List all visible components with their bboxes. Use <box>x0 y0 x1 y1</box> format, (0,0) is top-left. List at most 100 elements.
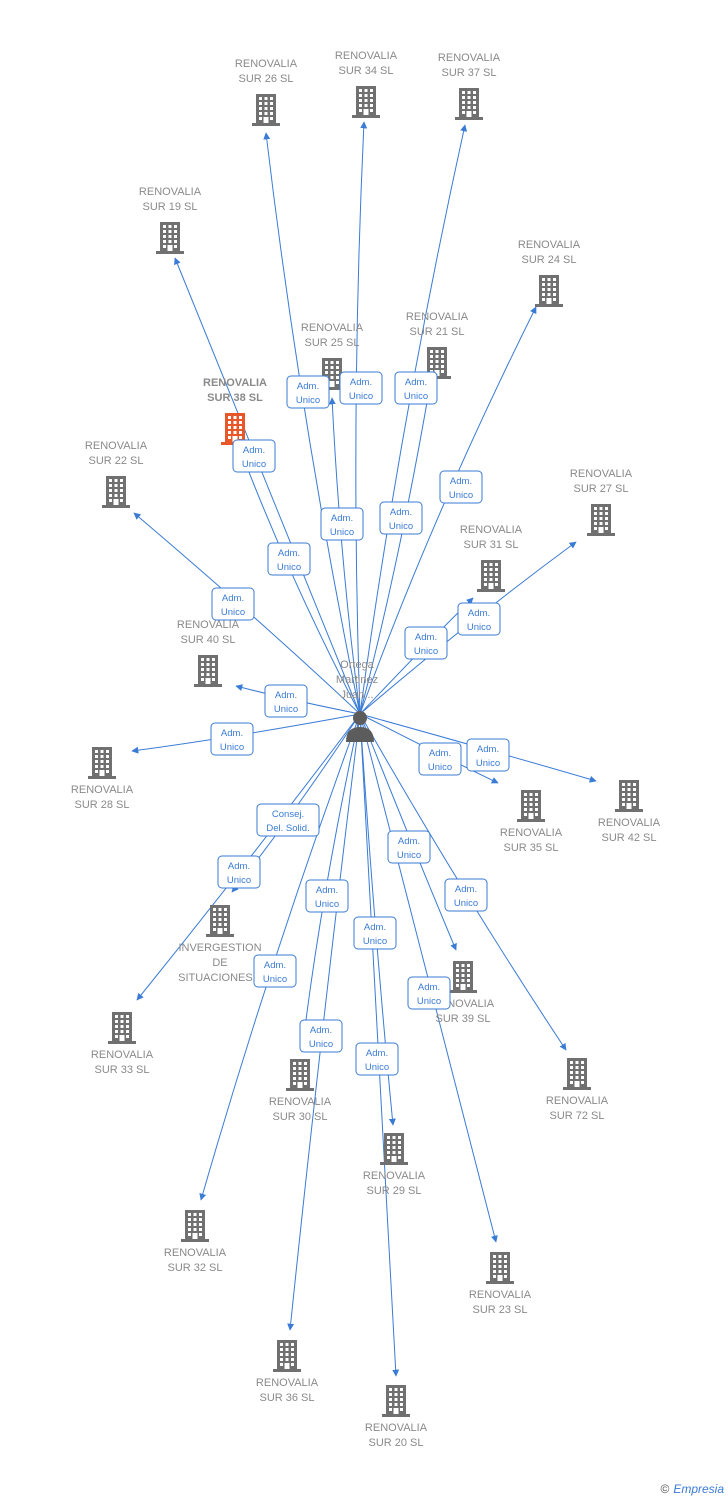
company-label: SUR 27 SL <box>573 483 628 495</box>
edge-label-sur38[interactable]: Adm. Unico <box>267 542 311 576</box>
edge-label-sur21[interactable]: Adm.Unico <box>379 501 423 535</box>
building-icon <box>181 1210 209 1242</box>
company-label: SUR 72 SL <box>549 1110 604 1122</box>
edge-label-box <box>217 855 261 889</box>
edge-label-text: Adm. <box>415 632 437 643</box>
brand-name: Empresia <box>673 1482 724 1496</box>
edge-label-sur28[interactable]: Adm.Unico <box>210 722 254 756</box>
edge-label-sur23[interactable]: Adm.Unico <box>407 976 451 1010</box>
edge-labels-layer: Adm.UnicoAdm.UnicoAdm.UnicoAdm.UnicoAdm.… <box>210 371 510 1076</box>
edge-label-sur26[interactable]: Adm.Unico <box>286 375 330 409</box>
company-node-sur38[interactable]: RENOVALIA SUR 38 SL <box>203 377 267 445</box>
edge-label-sur20[interactable]: Adm.Unico <box>355 1042 399 1076</box>
edge-label-sur39[interactable]: Adm.Unico <box>387 830 431 864</box>
edge-label-box <box>379 501 423 535</box>
edge-sur25 <box>328 397 361 715</box>
edge-label-text: Unico <box>242 459 266 470</box>
company-label: RENOVALIA <box>235 58 298 70</box>
edge-label-inverg[interactable]: Consej.Del. Solid. <box>256 803 320 837</box>
edge-label-text: Adm. <box>316 885 338 896</box>
building-icon <box>252 94 280 126</box>
edge-label-text: Adm. <box>310 1025 332 1036</box>
edge-sur37 <box>359 124 468 715</box>
edge-label-text: Unico <box>274 704 298 715</box>
company-node-inverg[interactable]: INVERGESTIONDESITUACIONES... <box>178 905 262 984</box>
edge-label-sur35[interactable]: Adm.Unico <box>418 742 462 776</box>
edge-label-text: Adm. <box>278 548 300 559</box>
edge-label-text: Unico <box>277 562 301 573</box>
edge-label-sur22[interactable]: Adm.Unico <box>211 587 255 621</box>
company-label: SUR 32 SL <box>167 1262 222 1274</box>
company-label: SUR 20 SL <box>368 1437 423 1449</box>
company-label: SUR 38 SL <box>207 392 263 404</box>
edge-label-sur30[interactable]: Adm.Unico <box>305 879 349 913</box>
company-label: DE <box>212 957 227 969</box>
edge-label-sur31[interactable]: Adm. Unico <box>404 626 448 660</box>
edge-label-sur33[interactable]: Adm.Unico <box>217 855 261 889</box>
edge-label-sur34[interactable]: Adm.Unico <box>339 371 383 405</box>
edge-label-sur40[interactable]: Adm.Unico <box>264 684 308 718</box>
edge-label-text: Unico <box>227 875 251 886</box>
edge-label-text: Adm. <box>455 884 477 895</box>
edge-label-sur37[interactable]: Adm.Unico <box>394 371 438 405</box>
company-label: RENOVALIA <box>546 1095 609 1107</box>
company-label: RENOVALIA <box>203 377 267 389</box>
company-label: RENOVALIA <box>438 52 501 64</box>
edge-label-text: Unico <box>467 622 491 633</box>
edge-label-text: Adm. <box>398 836 420 847</box>
edge-label-sur36[interactable]: Adm.Unico <box>299 1019 343 1053</box>
edge-label-text: Unico <box>414 646 438 657</box>
company-node-sur72[interactable]: RENOVALIA SUR 72 SL <box>546 1058 609 1122</box>
edge-label-sur27[interactable]: Adm.Unico <box>457 602 501 636</box>
building-icon <box>486 1252 514 1284</box>
edge-label-text: Unico <box>363 936 387 947</box>
edge-label-sur19[interactable]: Adm.Unico <box>232 439 276 473</box>
edge-label-text: Adm. <box>264 960 286 971</box>
company-label: SUR 34 SL <box>338 65 393 77</box>
company-label: RENOVALIA <box>469 1289 532 1301</box>
building-icon <box>273 1340 301 1372</box>
edge-label-sur29[interactable]: Adm.Unico <box>353 916 397 950</box>
edge-sur34 <box>355 121 368 715</box>
company-label: RENOVALIA <box>139 186 202 198</box>
edge-label-sur42[interactable]: Adm.Unico <box>466 738 510 772</box>
company-label: SUR 35 SL <box>503 842 558 854</box>
company-label: RENOVALIA <box>71 784 134 796</box>
building-icon <box>535 275 563 307</box>
company-label: SUR 31 SL <box>463 539 518 551</box>
edge-label-text: Unico <box>449 490 473 501</box>
edge-label-sur32[interactable]: Adm.Unico <box>253 954 297 988</box>
edge-label-text: Unico <box>454 898 478 909</box>
edge-label-box <box>355 1042 399 1076</box>
center-person[interactable]: OrtegaMartinezJuan... <box>336 659 378 742</box>
edge-label-sur24[interactable]: Adm.Unico <box>439 470 483 504</box>
edge-label-sur72[interactable]: Adm. Unico <box>444 878 488 912</box>
footer-brand[interactable]: ©Empresia <box>660 1482 724 1496</box>
edge-sur26 <box>263 132 361 715</box>
company-label: RENOVALIA <box>91 1049 154 1061</box>
edge-sur38 <box>238 448 361 715</box>
edge-label-box <box>267 542 311 576</box>
edge-label-sur25[interactable]: Adm.Unico <box>320 507 364 541</box>
